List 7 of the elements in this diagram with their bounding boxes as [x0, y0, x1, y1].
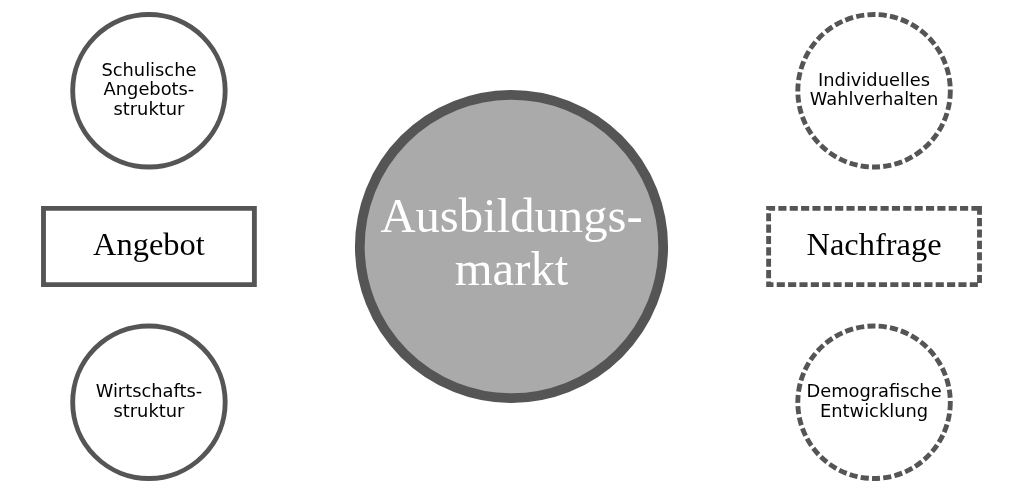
- node-box: Nachfrage: [765, 205, 982, 288]
- node-circle: Ausbildungs- markt: [354, 89, 668, 404]
- node-circle: Demografische Entwicklung: [794, 323, 953, 481]
- node-circle: Schulische Angebots- struktur: [69, 12, 228, 170]
- node-box: Angebot: [40, 205, 257, 288]
- node-circle: Individuelles Wahlverhalten: [794, 12, 953, 170]
- node-circle: Wirtschafts- struktur: [69, 323, 228, 481]
